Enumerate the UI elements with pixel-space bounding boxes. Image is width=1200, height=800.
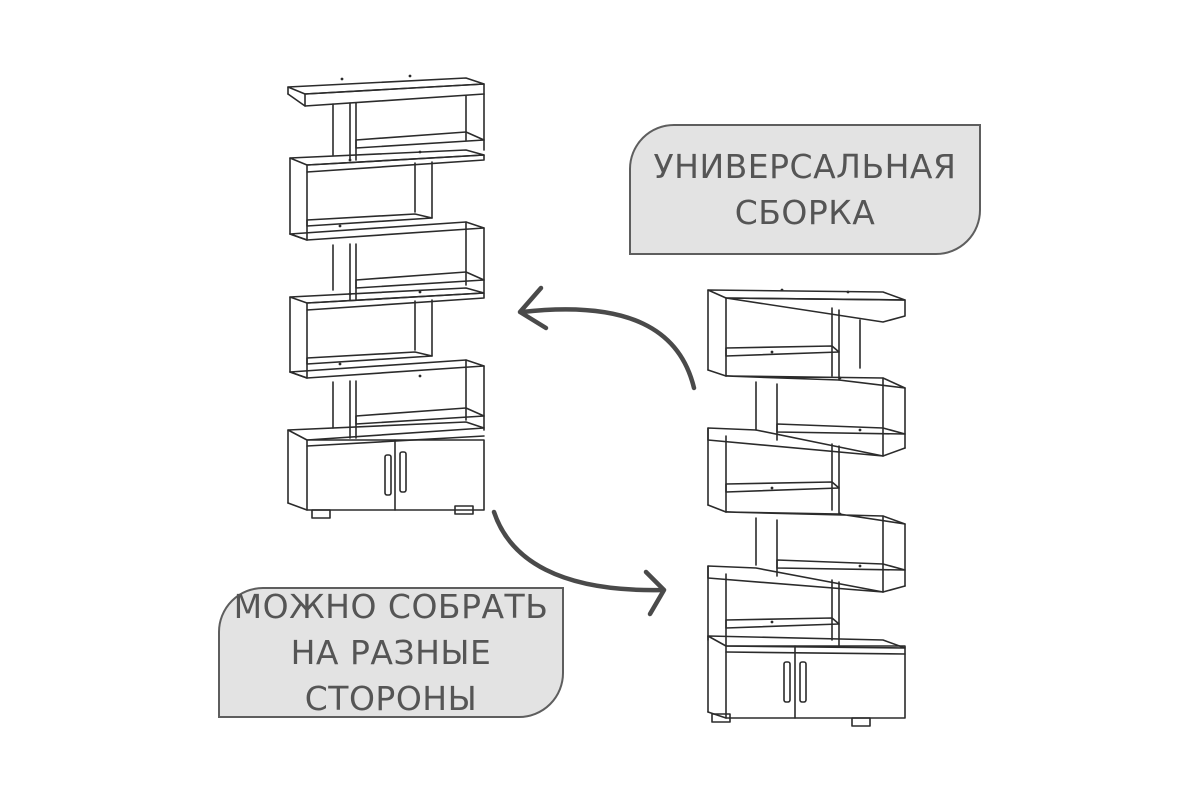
shelf-left	[287, 74, 485, 519]
shelf-right	[707, 288, 906, 727]
shelf-right-cell-1	[725, 307, 861, 381]
shelf-right-cabinet	[707, 635, 906, 727]
shelf-left-cell-4	[289, 287, 485, 379]
badge-assemble-line-1: МОЖНО СОБРАТЬ	[233, 586, 549, 626]
shelf-left-cell-3	[289, 221, 485, 301]
shelf-left-cell-1	[332, 93, 485, 161]
shelf-left-screw-holes	[338, 74, 422, 378]
badge-assemble-line-2: НА РАЗНЫЕ	[290, 632, 492, 672]
badge-assemble-either-side: МОЖНО СОБРАТЬ НА РАЗНЫЕ СТОРОНЫ	[218, 587, 564, 718]
shelf-left-cell-5	[289, 359, 485, 439]
badge-universal-line-1: УНИВЕРСАЛЬНАЯ	[653, 146, 957, 186]
shelf-right-cell-3	[707, 427, 884, 515]
badge-assemble-line-3: СТОРОНЫ	[304, 678, 478, 718]
badge-universal-line-2: СБОРКА	[734, 192, 876, 232]
shelf-right-cell-2	[725, 375, 906, 457]
shelf-right-cell-5	[707, 565, 884, 647]
shelf-right-cell-4	[725, 511, 906, 593]
badge-universal-assembly: УНИВЕРСАЛЬНАЯ СБОРКА	[629, 124, 981, 255]
shelf-right-top-board	[707, 289, 906, 377]
curved-arrow-left-icon	[517, 285, 697, 391]
shelf-left-cabinet	[287, 421, 485, 519]
shelf-left-top-board	[287, 77, 485, 107]
shelf-right-screw-holes	[770, 288, 862, 624]
curved-arrow-right-icon	[491, 509, 667, 617]
shelf-left-cell-2	[289, 149, 485, 241]
